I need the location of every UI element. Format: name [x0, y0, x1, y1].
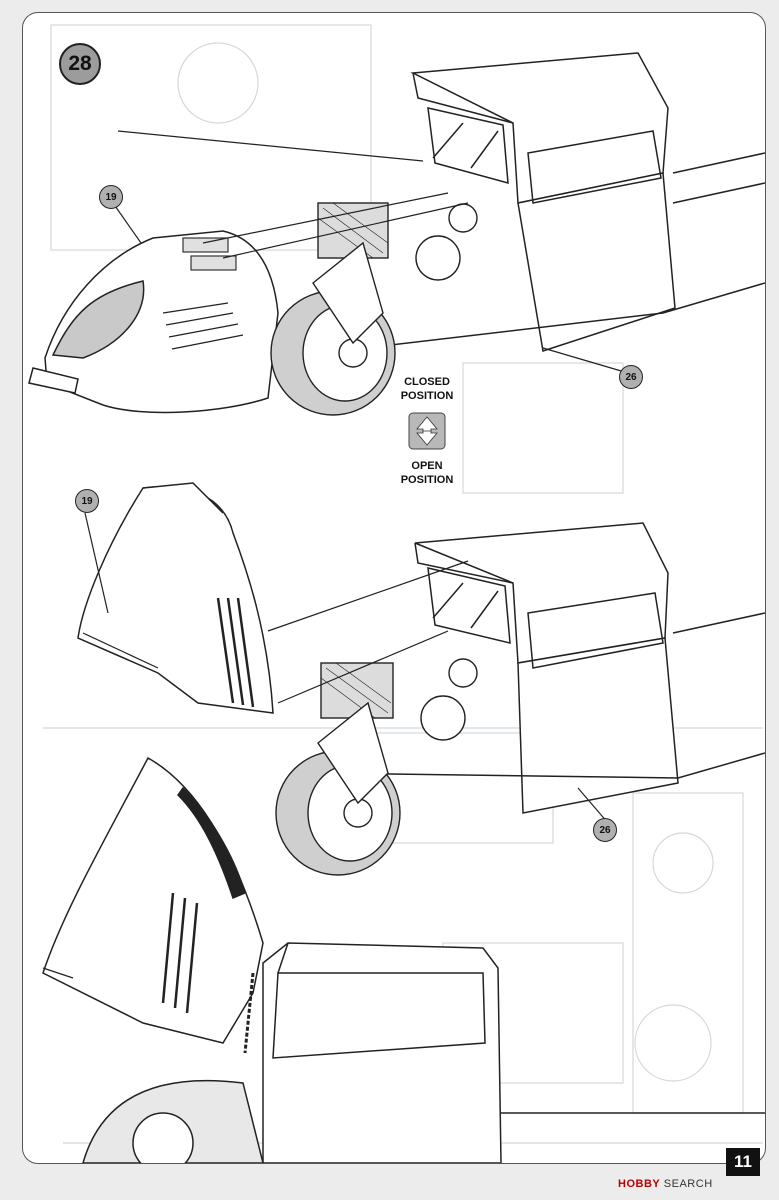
hood-part-19-top [28, 230, 279, 414]
open-label-line1: OPEN [411, 460, 443, 472]
arrows-middle [84, 512, 609, 824]
watermark: HOBBY SEARCH [618, 1178, 713, 1190]
part-callout-19-middle: 19 [75, 489, 99, 513]
up-down-arrow-icon [408, 412, 446, 450]
engine-and-wheel-middle [275, 658, 478, 876]
hood-part-19-middle [77, 482, 274, 714]
page-number: 11 [726, 1148, 760, 1176]
part-callout-26-top: 26 [619, 365, 643, 389]
closed-label-line2: POSITION [400, 390, 454, 402]
open-position-label: OPEN POSITION [382, 459, 472, 487]
part-callout-19-top: 19 [99, 185, 123, 209]
open-label-line2: POSITION [400, 474, 454, 486]
hood-open-detail [42, 756, 264, 1044]
assembly-drawing [28, 24, 765, 1163]
arrows-top [112, 130, 629, 374]
cab-open-detail [82, 942, 765, 1163]
truck-body-middle [312, 522, 765, 814]
step-number-badge: 28 [59, 43, 101, 85]
instruction-sheet: 28 19 26 19 26 CLOSED POSITION OPEN POSI… [22, 12, 766, 1164]
truck-body-top [322, 52, 765, 354]
watermark-brand: HOBBY [618, 1178, 661, 1190]
watermark-suffix: SEARCH [663, 1178, 713, 1190]
closed-label-line1: CLOSED [404, 376, 450, 388]
closed-position-label: CLOSED POSITION [382, 375, 472, 403]
part-callout-26-middle: 26 [593, 818, 617, 842]
